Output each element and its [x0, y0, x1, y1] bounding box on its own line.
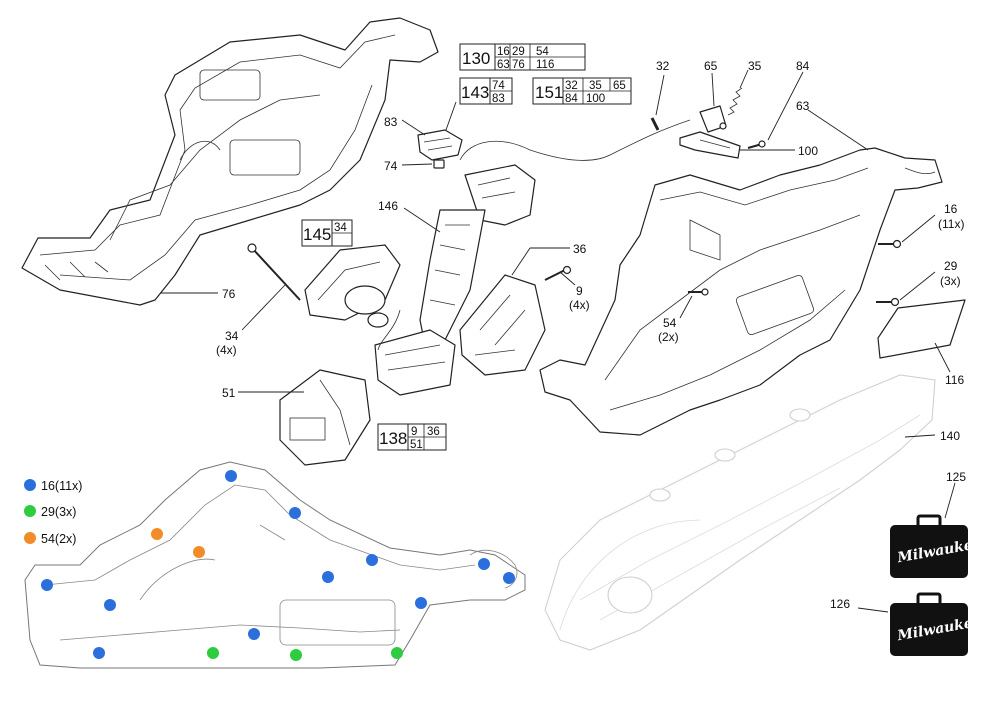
screw-part-29: [876, 297, 900, 307]
kit-box-145: 145 34: [301, 219, 353, 247]
trigger-part-83: [417, 129, 463, 169]
kit-130-item: 16: [497, 46, 510, 58]
screw-legend: 16(11x) 29(3x) 54(2x): [24, 479, 82, 546]
kit-138-item: 51: [410, 439, 423, 451]
label-125: 125: [946, 470, 966, 484]
screw-part-84: [747, 140, 766, 149]
kit-130-item: 63: [497, 59, 510, 71]
kit-138-item: 36: [427, 426, 440, 438]
kit-130-item: 29: [512, 46, 525, 58]
spring-part-35: [727, 87, 743, 116]
marker-16: [41, 470, 515, 659]
kit-box-138: 138 9 36 51: [377, 423, 447, 451]
label-32: 32: [656, 59, 670, 73]
label-34-qty: (4x): [216, 343, 237, 357]
label-9: 9: [576, 284, 583, 298]
label-54-qty: (2x): [658, 330, 679, 344]
kit-145-number: 145: [303, 225, 331, 244]
label-74: 74: [384, 159, 398, 173]
kit-130-item: 54: [536, 46, 549, 58]
label-29-qty: (3x): [940, 274, 961, 288]
label-36: 36: [573, 242, 587, 256]
screw-markers: [41, 470, 515, 661]
label-16-qty: (11x): [938, 217, 964, 231]
label-140: 140: [940, 429, 960, 443]
label-plate-part-116: [877, 299, 966, 359]
screw-part-54: [688, 288, 709, 296]
switch-assembly-part-146: [374, 119, 691, 396]
legend-dot-54: [24, 532, 36, 544]
legend-dot-16: [24, 479, 36, 491]
kit-138-item: 9: [411, 426, 417, 438]
kit-151-item: 32: [565, 80, 578, 92]
led-board-part-65: [699, 105, 727, 133]
kit-130-item: 116: [536, 59, 554, 71]
kit-130-number: 130: [462, 49, 490, 68]
marker-29: [207, 647, 403, 661]
label-63: 63: [796, 99, 810, 113]
kit-box-130: 130 16 29 54 63 76 116: [459, 43, 586, 71]
latch-part-36: [459, 274, 546, 376]
kit-151-item: 35: [589, 80, 602, 92]
screw-location-diagram: [24, 461, 526, 669]
shoe-part-140: [544, 374, 936, 651]
pin-part-32: [650, 117, 660, 131]
led-housing-part-100: [679, 131, 741, 159]
kit-box-151: 151 32 35 65 84 100: [532, 77, 632, 105]
label-100: 100: [798, 144, 818, 158]
marker-54: [151, 528, 205, 558]
label-146: 146: [378, 199, 398, 213]
label-65: 65: [704, 59, 718, 73]
kit-143-number: 143: [461, 83, 489, 102]
label-83: 83: [384, 115, 398, 129]
kit-138-number: 138: [379, 429, 407, 448]
label-16: 16: [944, 202, 958, 216]
label-34: 34: [225, 329, 239, 343]
label-116: 116: [945, 373, 964, 387]
label-35: 35: [748, 59, 762, 73]
label-126: 126: [830, 597, 850, 611]
kit-151-number: 151: [535, 83, 563, 102]
label-84: 84: [796, 59, 810, 73]
kit-145-item: 34: [334, 222, 347, 234]
label-76: 76: [222, 287, 236, 301]
cover-part-51: [279, 369, 371, 466]
screw-part-16: [878, 239, 902, 249]
kit-151-item: 100: [586, 93, 605, 105]
screw-part-9: [544, 265, 572, 281]
kit-151-item: 84: [565, 93, 578, 105]
legend-dot-29: [24, 505, 36, 517]
kit-143-item: 83: [492, 93, 505, 105]
label-51: 51: [222, 386, 236, 400]
carrying-case-part-125: Milwaukee: [890, 514, 983, 578]
carrying-case-part-126: Milwaukee: [890, 592, 983, 656]
kit-151-item: 65: [613, 80, 626, 92]
legend-label-29: 29(3x): [41, 505, 76, 519]
label-9-qty: (4x): [569, 298, 590, 312]
kit-box-143: 143 74 83: [459, 77, 513, 105]
kit-130-item: 76: [512, 59, 525, 71]
motor-assembly-part-145: [304, 244, 401, 328]
screw-part-34: [247, 243, 301, 301]
label-29: 29: [944, 259, 958, 273]
right-housing-part-63: [539, 147, 943, 436]
left-housing-part-76: [21, 17, 439, 306]
legend-label-16: 16(11x): [41, 479, 82, 493]
label-54: 54: [663, 316, 677, 330]
legend-label-54: 54(2x): [41, 532, 76, 546]
kit-143-item: 74: [492, 80, 505, 92]
